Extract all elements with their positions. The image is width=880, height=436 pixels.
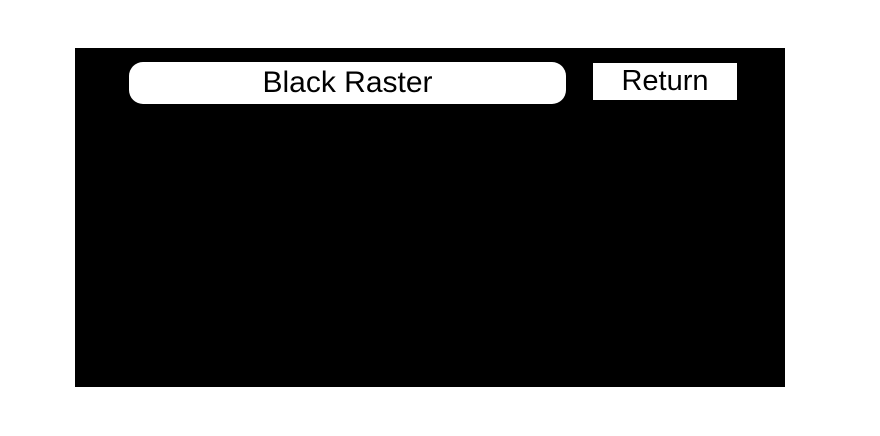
black-raster-test-area: Black Raster Return (75, 48, 785, 387)
return-button-label: Return (621, 65, 709, 97)
return-button[interactable]: Return (593, 63, 737, 100)
screen-title-pill: Black Raster (129, 62, 566, 104)
screen-title-label: Black Raster (262, 66, 433, 99)
